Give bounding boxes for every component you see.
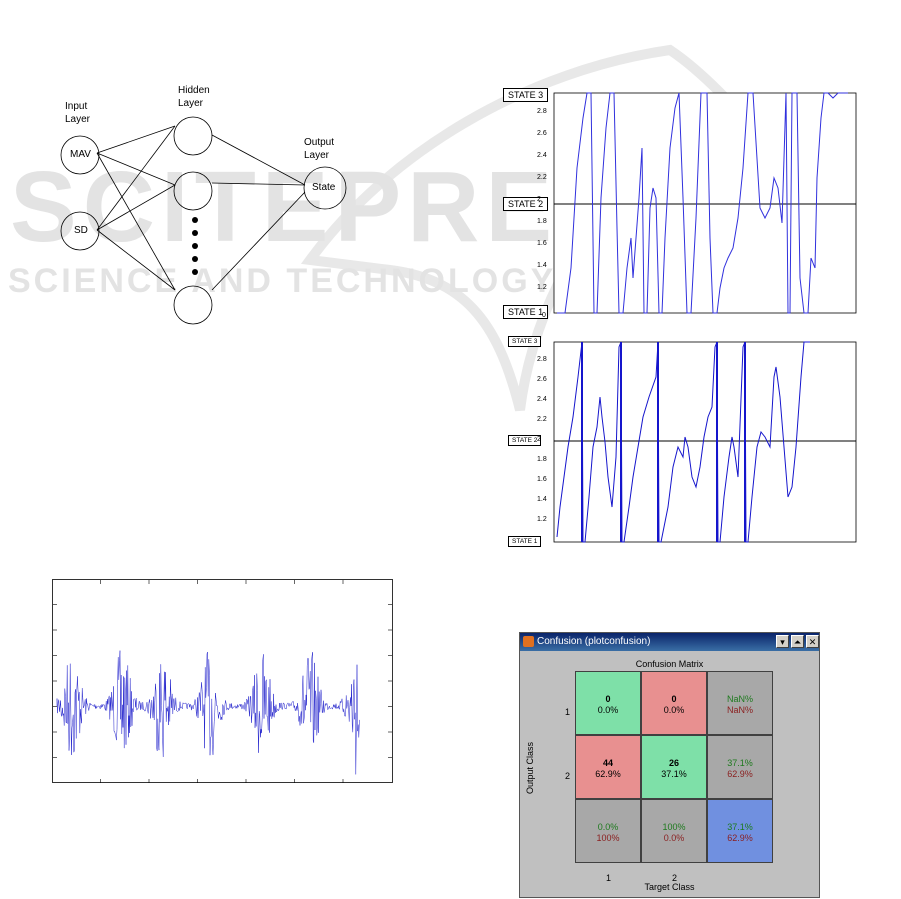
cell-percent: 0.0% — [663, 705, 685, 715]
matlab-icon — [523, 636, 534, 647]
ytick-label: 1.4 — [537, 262, 547, 269]
row-label-1: 1 — [565, 707, 571, 717]
ytick-label: 2 — [537, 196, 541, 203]
confusion-cell: 100%0.0% — [641, 799, 707, 863]
state-plot-top: STATE 3 STATE 2 STATE 1 0 2.8 2.6 2.4 2.2 2 1… — [503, 88, 865, 320]
cell-percent: 62.9% — [727, 833, 753, 843]
cell-count: 37.1% — [727, 822, 753, 832]
signal-plot — [52, 579, 394, 784]
confusion-titlebar[interactable]: Confusion (plotconfusion) ▾ ⏶ ✕ — [520, 633, 819, 651]
state-plot-bottom: STATE 3 STATE 2 STATE 1 2.8 2.6 2.4 2.2 2 1.8… — [505, 336, 865, 547]
cell-count: 100% — [662, 822, 686, 832]
input-node-sd: SD — [74, 225, 88, 236]
bottom-state1-label: STATE 1 — [508, 536, 542, 547]
ytick-label: 2.6 — [537, 376, 547, 383]
output-class-label: Output Class — [525, 741, 536, 795]
nn-connections — [60, 116, 347, 325]
nn-diagram: Input Layer Hidden Layer Output Layer MA… — [40, 80, 380, 340]
top-state3-label: STATE 3 — [503, 88, 549, 102]
close-button[interactable]: ✕ — [806, 635, 819, 648]
col-label-2: 2 — [672, 873, 678, 883]
top-state2-label: STATE 2 — [503, 197, 549, 211]
cell-count: 26 — [668, 758, 679, 768]
ytick-label: 2.2 — [537, 174, 547, 181]
cell-percent: NaN% — [726, 705, 753, 715]
cell-count: 37.1% — [727, 758, 753, 768]
signal-plot-svg — [52, 579, 393, 783]
window-title: Confusion (plotconfusion) — [537, 636, 651, 647]
state-plot-bottom-axes — [553, 341, 857, 543]
confusion-cell: NaN%NaN% — [707, 671, 773, 735]
bottom-state3-label: STATE 3 — [508, 336, 542, 347]
top-origin-label: 0 — [542, 312, 546, 319]
cell-percent: 0.0% — [663, 833, 685, 843]
ytick-label: 1.6 — [537, 240, 547, 247]
maximize-button[interactable]: ⏶ — [791, 635, 804, 648]
top-state1-label: STATE 1 — [503, 305, 549, 319]
row-label-2: 2 — [565, 771, 571, 781]
cell-count: 0 — [605, 694, 611, 704]
ytick-label: 2.6 — [537, 130, 547, 137]
ytick-label: 1.8 — [537, 456, 547, 463]
ytick-label: 2 — [537, 436, 541, 443]
ytick-label: 2.8 — [537, 356, 547, 363]
cell-percent: 37.1% — [661, 769, 687, 779]
cell-percent: 62.9% — [727, 769, 753, 779]
hidden-layer-label: Hidden Layer — [178, 85, 210, 109]
bottom-state2-label: STATE 2 — [508, 435, 542, 446]
state-plot-top-axes — [553, 92, 857, 314]
input-node-mav: MAV — [70, 149, 91, 160]
confusion-cell: 37.1%62.9% — [707, 799, 773, 863]
ytick-label: 2.4 — [537, 152, 547, 159]
ytick-label: 1.2 — [537, 516, 547, 523]
ytick-label: 2.2 — [537, 416, 547, 423]
confusion-cell: 0.0%100% — [575, 799, 641, 863]
ytick-label: 1.6 — [537, 476, 547, 483]
cell-count: 44 — [602, 758, 613, 768]
minimize-button[interactable]: ▾ — [776, 635, 789, 648]
ytick-label: 2.8 — [537, 108, 547, 115]
ytick-label: 1.8 — [537, 218, 547, 225]
confusion-cell: 37.1%62.9% — [707, 735, 773, 799]
matrix-title: Confusion Matrix — [635, 659, 704, 669]
confusion-window[interactable]: Confusion (plotconfusion) ▾ ⏶ ✕ Confusio… — [519, 632, 820, 898]
target-class-label: Target Class — [644, 882, 695, 892]
cell-percent: 62.9% — [595, 769, 621, 779]
ytick-label: 1.2 — [537, 284, 547, 291]
input-layer-label: Input Layer — [65, 101, 91, 125]
cell-count: 0.0% — [597, 822, 619, 832]
cell-percent: 100% — [596, 833, 620, 843]
cell-percent: 0.0% — [597, 705, 619, 715]
output-layer-label: Output Layer — [304, 137, 335, 161]
cell-count: NaN% — [726, 694, 753, 704]
cell-count: 0 — [671, 694, 677, 704]
output-node-state: State — [312, 182, 336, 193]
ytick-label: 1.4 — [537, 496, 547, 503]
col-label-1: 1 — [606, 873, 612, 883]
ytick-label: 2.4 — [537, 396, 547, 403]
